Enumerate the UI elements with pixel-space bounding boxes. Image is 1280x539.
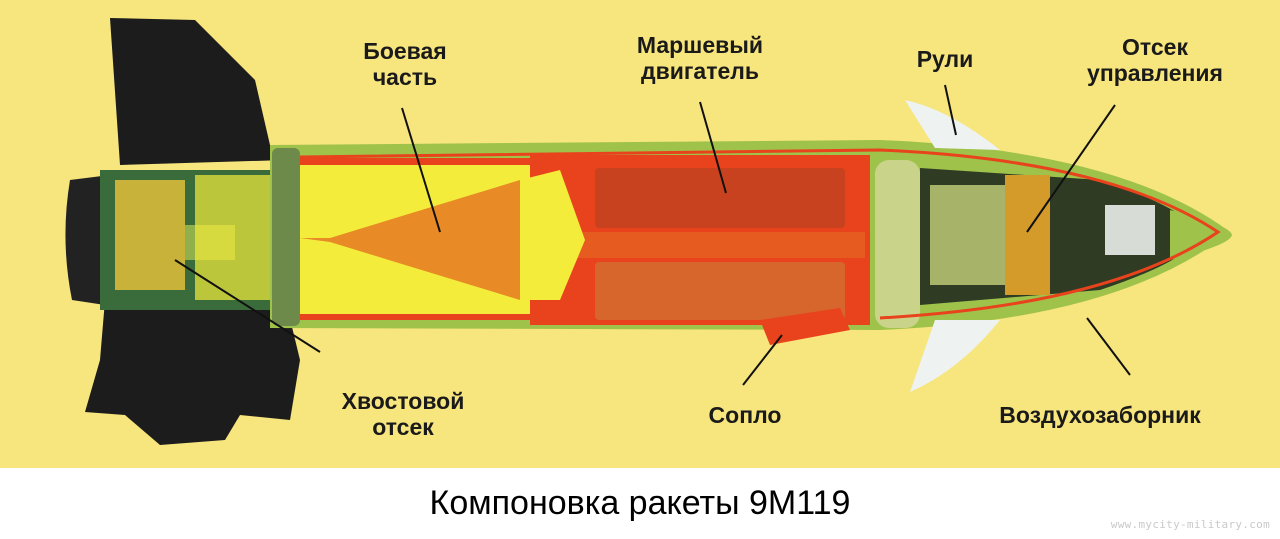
tail-fins — [65, 18, 300, 445]
label-sustainer-engine-line1: Маршевый — [636, 32, 764, 58]
label-rudders: Рули — [890, 46, 1000, 72]
label-air-intake-line1: Воздухозаборник — [999, 402, 1201, 428]
label-warhead-line1: Боевая — [363, 38, 447, 64]
sustainer-engine-body — [520, 155, 870, 325]
label-air-intake: Воздухозаборник — [965, 402, 1235, 428]
label-sustainer-engine-line2: двигатель — [640, 58, 760, 84]
warhead-cone — [300, 180, 520, 300]
label-sustainer-engine: Маршевый двигатель — [610, 32, 790, 84]
label-control-compartment-line1: Отсек — [1122, 34, 1188, 60]
label-tail-compartment-line1: Хвостовой — [341, 388, 465, 414]
label-nozzle: Сопло — [690, 402, 800, 428]
label-nozzle-line1: Сопло — [708, 402, 782, 428]
label-control-compartment-line2: управления — [1087, 60, 1223, 86]
tail-compartment-body — [100, 170, 280, 310]
label-control-compartment: Отсек управления — [1070, 34, 1240, 86]
watermark: www.mycity-military.com — [1110, 518, 1270, 531]
label-tail-compartment-line2: отсек — [372, 414, 434, 440]
diagram-caption: Компоновка ракеты 9М119 — [429, 484, 851, 522]
label-tail-compartment: Хвостовой отсек — [318, 388, 488, 440]
rudder-bottom — [910, 320, 1000, 392]
label-rudders-line1: Рули — [916, 46, 974, 72]
label-warhead-line2: часть — [372, 64, 438, 90]
missile-cutaway-panel: Боевая часть Маршевый двигатель Рули Отс… — [0, 0, 1280, 468]
missile-cutaway-illustration — [65, 18, 1232, 445]
label-warhead: Боевая часть — [330, 38, 480, 90]
leader-lines — [174, 84, 1131, 386]
rudder-top — [905, 100, 1000, 150]
